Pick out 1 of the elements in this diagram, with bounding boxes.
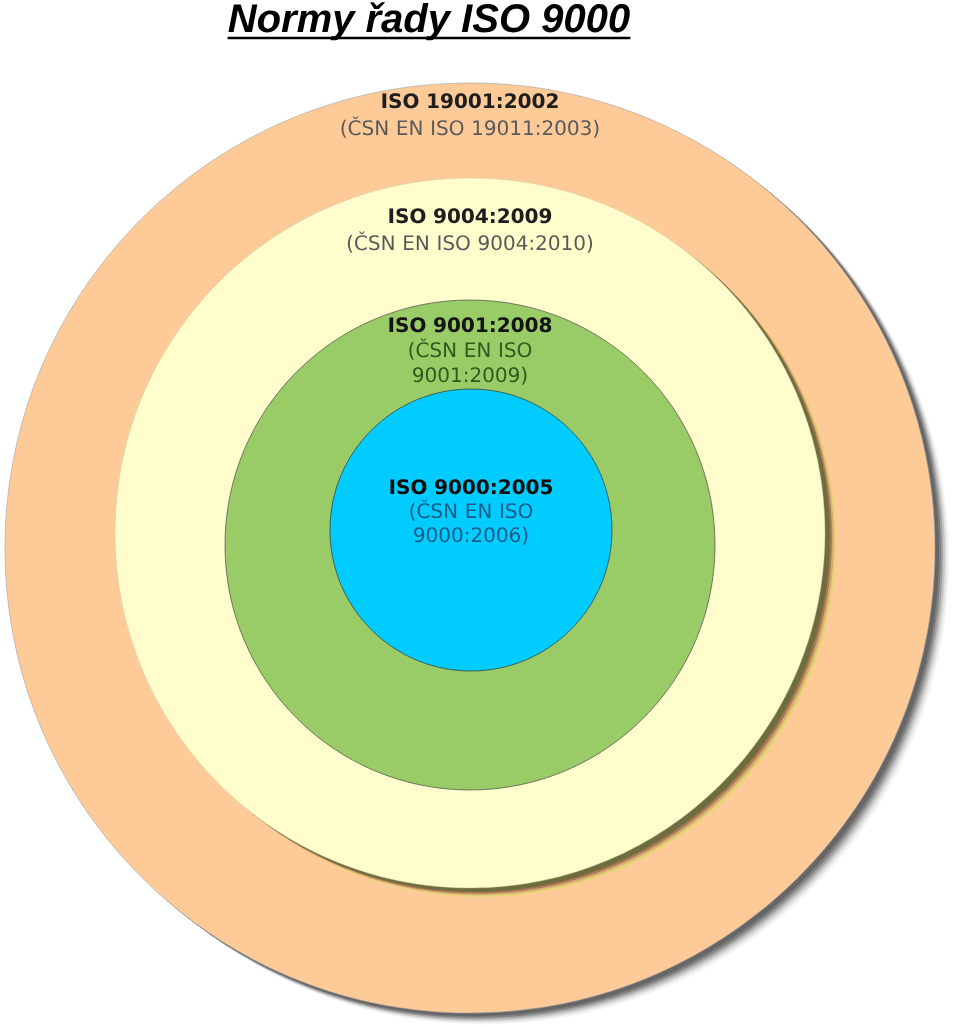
title: Normy řady ISO 9000: [227, 2, 631, 41]
